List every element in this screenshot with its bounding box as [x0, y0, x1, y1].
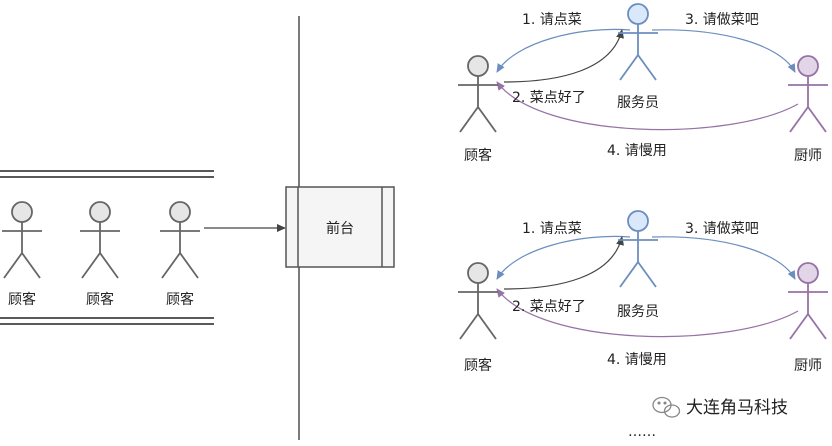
actor-customer: [458, 262, 498, 340]
customer-label: 顾客: [166, 291, 194, 308]
actor-waiter: [618, 210, 658, 288]
step-label-2: 2. 菜点好了: [512, 299, 586, 315]
watermark: 大连角马科技: [652, 396, 788, 418]
step-arrow-ordered: [503, 236, 624, 290]
step-label-1: 1. 请点菜: [522, 221, 582, 237]
waiter-label: 服务员: [617, 304, 659, 320]
front-desk-box: 前台: [285, 186, 395, 268]
step-arrow-cook: [651, 29, 796, 73]
step-arrow-serve: [496, 288, 799, 338]
step-label-4: 4. 请慢用: [607, 142, 667, 159]
scenario-1: 顾客 服务员 厨师 1. 请点菜 2. 菜点好了 3. 请做菜吧 4. 请慢用: [458, 3, 828, 164]
actor-customer-1: [2, 201, 42, 279]
step-arrow-cook: [651, 236, 796, 280]
customer-label: 顾客: [464, 357, 492, 374]
step-arrow-order: [496, 28, 631, 73]
customer-label: 顾客: [86, 291, 114, 308]
actor-chef: [788, 262, 828, 340]
actor-customer-3: [160, 201, 200, 279]
chef-label: 厨师: [794, 358, 822, 374]
step-arrow-serve: [496, 81, 799, 131]
actor-customer-2: [80, 201, 120, 279]
actor-customer: [458, 55, 498, 133]
customer-queue: 顾客 顾客 顾客: [0, 170, 214, 325]
front-desk-label: 前台: [326, 220, 354, 237]
step-arrow-order: [496, 235, 631, 280]
watermark-text: 大连角马科技: [686, 398, 788, 418]
customer-label: 顾客: [8, 291, 36, 308]
step-label-1: 1. 请点菜: [522, 12, 582, 28]
ellipsis-text: ……: [628, 424, 656, 440]
chef-label: 厨师: [794, 148, 822, 164]
waiter-label: 服务员: [617, 95, 659, 111]
actor-chef: [788, 55, 828, 133]
step-arrow-ordered: [503, 29, 624, 83]
step-label-2: 2. 菜点好了: [512, 90, 586, 106]
step-label-3: 3. 请做菜吧: [685, 12, 759, 28]
wechat-icon: [652, 396, 681, 418]
step-label-3: 3. 请做菜吧: [685, 221, 759, 237]
customer-label: 顾客: [464, 147, 492, 164]
actor-waiter: [618, 3, 658, 81]
scenario-2: 顾客 服务员 厨师 1. 请点菜 2. 菜点好了 3. 请做菜吧 4. 请慢用: [458, 210, 828, 374]
step-label-4: 4. 请慢用: [607, 351, 667, 368]
